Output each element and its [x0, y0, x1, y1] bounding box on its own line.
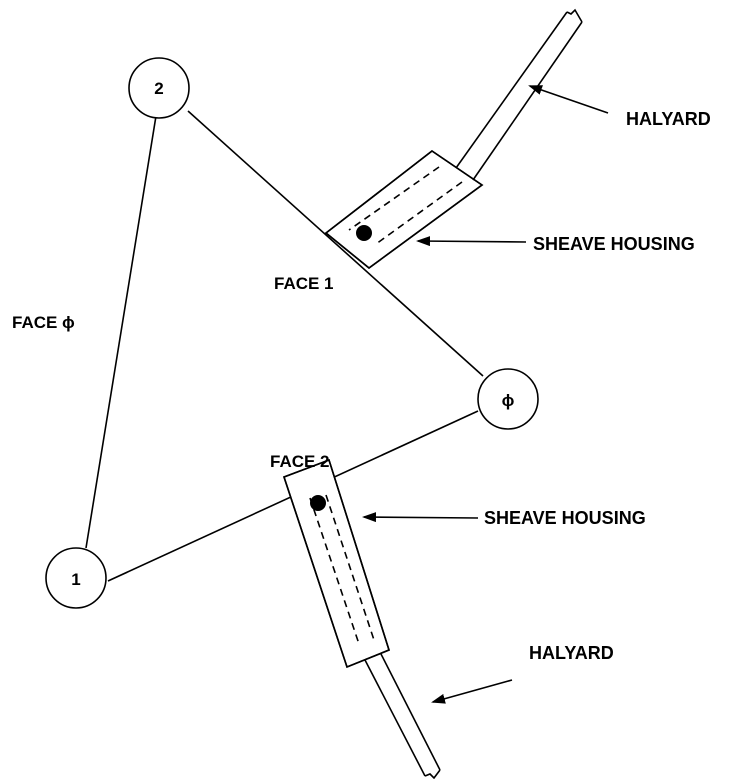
node-1-label: 1	[71, 570, 80, 589]
face-phi-edge	[85, 115, 157, 549]
node-phi-label: ϕ	[502, 391, 515, 410]
halyard-top	[455, 8, 583, 181]
face-1-label: FACE 1	[274, 274, 334, 293]
node-1: 1	[45, 547, 107, 609]
node-2-label: 2	[154, 79, 163, 98]
sheave-housing-bottom-label: SHEAVE HOUSING	[484, 508, 646, 528]
sheave-pin-top	[356, 225, 372, 241]
face-phi-label: FACE ϕ	[12, 313, 75, 332]
sheave-housing-bottom	[282, 458, 390, 669]
arrow-sheave-bottom	[362, 512, 479, 523]
halyard-top-label: HALYARD	[626, 109, 711, 129]
face-2-label: FACE 2	[270, 452, 330, 471]
halyard-bottom-label: HALYARD	[529, 643, 614, 663]
sheave-pin-bottom	[310, 495, 326, 511]
node-2: 2	[128, 57, 190, 119]
arrow-halyard-bottom	[431, 679, 513, 704]
sheave-housing-top	[324, 150, 484, 270]
arrow-sheave-top	[416, 236, 527, 247]
face-1-edge	[187, 110, 484, 377]
sheave-housing-top-label: SHEAVE HOUSING	[533, 234, 695, 254]
arrow-halyard-top	[528, 85, 609, 114]
halyard-bottom	[364, 653, 441, 779]
node-phi: ϕ	[477, 368, 539, 430]
